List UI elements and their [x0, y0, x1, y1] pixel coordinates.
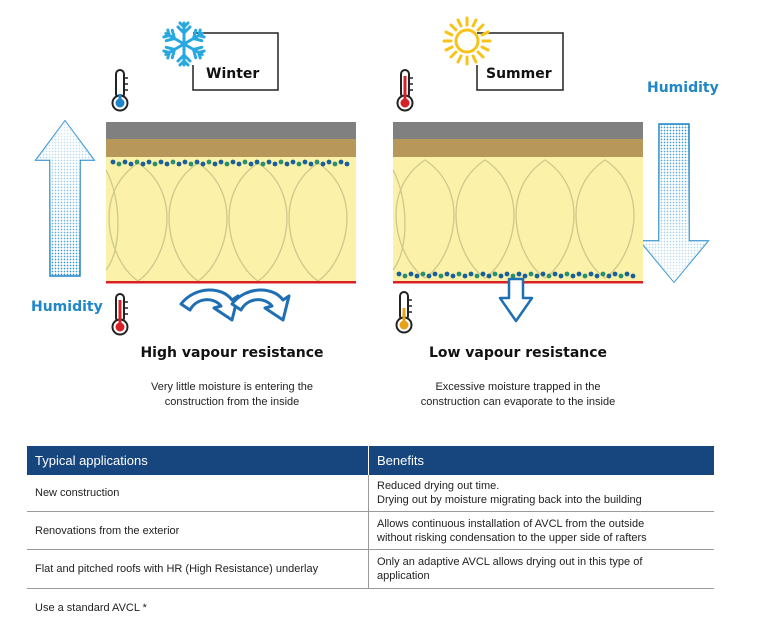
applications-table: Typical applications Benefits New constr… — [27, 446, 714, 627]
snowflake-icon — [163, 23, 205, 65]
application-cell: Use a standard AVCL * — [27, 589, 369, 627]
winter-label: Winter — [206, 66, 259, 82]
table-row: New construction Reduced drying out time… — [27, 475, 714, 512]
moisture-evaporate-arrow — [500, 279, 532, 321]
winter-panel — [36, 23, 356, 335]
winter-heading: High vapour resistance — [112, 345, 352, 361]
benefit-cell: Allows continuous installation of AVCL f… — [369, 512, 715, 550]
summer-label: Summer — [486, 66, 552, 82]
vapour-resistance-diagram: Winter Summer Humidity Humidity High vap… — [0, 0, 757, 430]
moisture-reflect-arrows — [181, 290, 289, 320]
table-row: Use a standard AVCL * — [27, 589, 714, 627]
table-row: Flat and pitched roofs with HR (High Res… — [27, 550, 714, 589]
summer-humidity-label: Humidity — [647, 80, 719, 96]
table-header-row: Typical applications Benefits — [27, 446, 714, 475]
winter-description: Very little moisture is entering the con… — [102, 380, 362, 410]
humidity-arrow-down — [640, 124, 708, 282]
winter-membrane — [106, 281, 356, 284]
humidity-arrow-up — [36, 121, 94, 276]
thermometer-icon — [397, 292, 413, 333]
application-cell: Renovations from the exterior — [27, 512, 369, 550]
sun-icon — [444, 18, 490, 64]
benefit-cell: Only an adaptive AVCL allows drying out … — [369, 550, 715, 589]
winter-humidity-label: Humidity — [31, 299, 103, 315]
application-cell: New construction — [27, 475, 369, 512]
benefit-cell — [369, 589, 715, 627]
summer-heading: Low vapour resistance — [398, 345, 638, 361]
thermometer-icon — [113, 70, 129, 111]
column-header-benefits: Benefits — [369, 446, 715, 475]
thermometer-icon — [398, 70, 414, 111]
application-cell: Flat and pitched roofs with HR (High Res… — [27, 550, 369, 589]
benefit-cell: Reduced drying out time. Drying out by m… — [369, 475, 715, 512]
thermometer-icon — [113, 294, 129, 335]
column-header-applications: Typical applications — [27, 446, 369, 475]
table-row: Renovations from the exterior Allows con… — [27, 512, 714, 550]
diagram-graphic — [0, 0, 757, 430]
summer-description: Excessive moisture trapped in the constr… — [388, 380, 648, 410]
